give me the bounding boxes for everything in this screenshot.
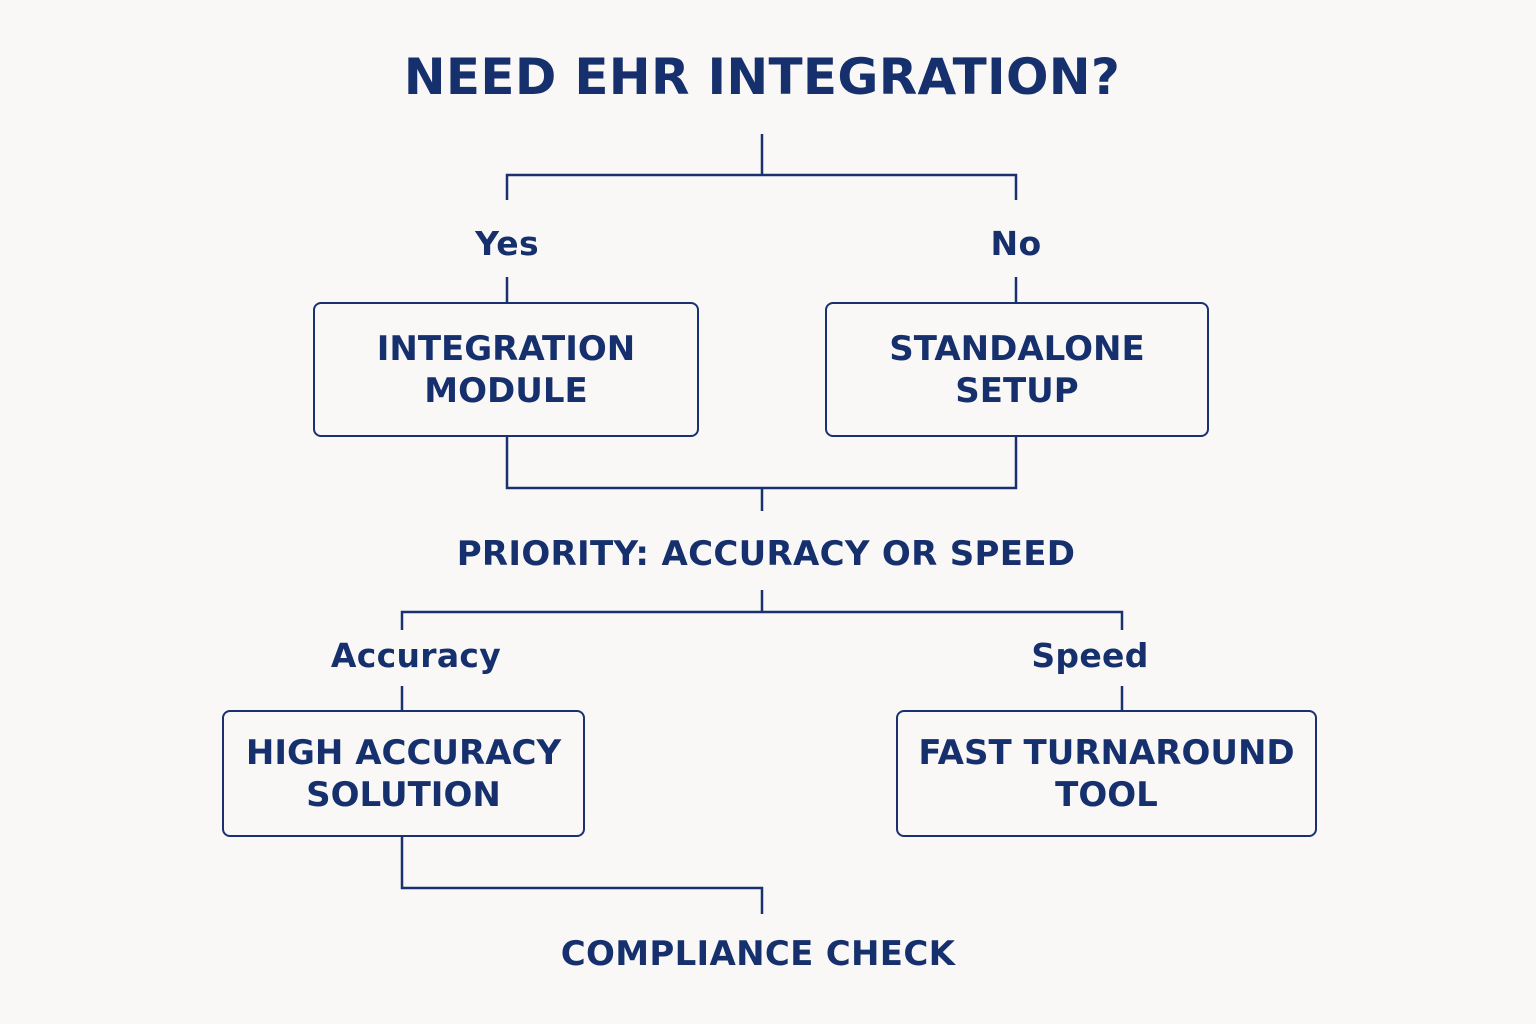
branch-label-yes: Yes xyxy=(475,224,539,263)
node-line: TOOL xyxy=(1055,774,1158,815)
branch-label-accuracy: Accuracy xyxy=(330,636,502,675)
compliance-line xyxy=(400,836,764,914)
node-line: SOLUTION xyxy=(306,774,501,815)
node-line: MODULE xyxy=(424,370,588,411)
title-split-line xyxy=(505,134,1018,200)
compliance-check: COMPLIANCE CHECK xyxy=(560,934,956,974)
node-line: SETUP xyxy=(955,370,1079,411)
node-line: FAST TURNAROUND xyxy=(918,732,1295,773)
merge-line xyxy=(505,436,1018,511)
node-line: INTEGRATION xyxy=(376,328,636,369)
node-line: HIGH ACCURACY xyxy=(245,732,562,773)
branch-label-speed: Speed xyxy=(1031,636,1149,675)
diagram-title: NEED EHR INTEGRATION? xyxy=(403,48,1121,106)
branch-label-no: No xyxy=(990,224,1042,263)
priority-question: PRIORITY: ACCURACY OR SPEED xyxy=(456,534,1076,574)
node-line: STANDALONE xyxy=(889,328,1145,369)
priority-split-line xyxy=(400,590,1124,630)
